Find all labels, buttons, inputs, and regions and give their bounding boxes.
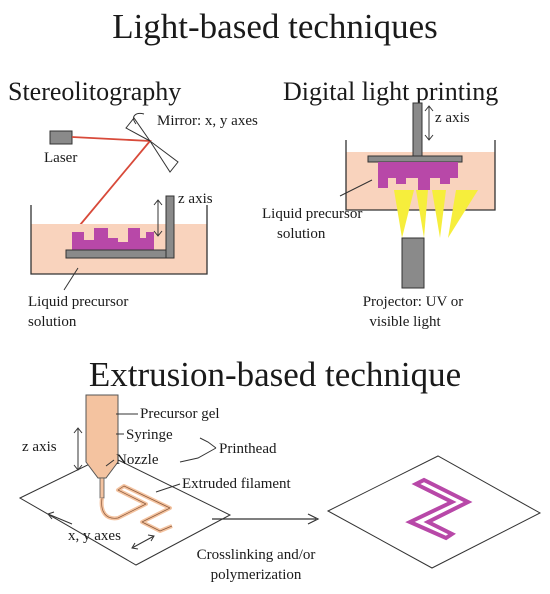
heading-extrusion-based: Extrusion-based technique [89,355,461,394]
dlp-panel: Digital light printing z axis Liquid pre… [262,77,498,330]
process-label-1: Crosslinking and/or [197,547,316,563]
mirror-reflection-shape [149,140,179,173]
stereo-liquid-label-2: solution [28,314,77,330]
stereo-vat [30,205,208,275]
nozzle [99,477,105,499]
light-beam-2 [416,190,428,238]
nozzle-leader [105,459,115,467]
dlp-title: Digital light printing [283,77,498,106]
light-beam-3 [432,190,446,238]
stereo-liquid-leader [63,267,79,291]
stereo-printed-part [72,228,154,250]
extruded-filament-label: Extruded filament [182,476,292,492]
xy-axes-label: x, y axes [68,528,121,544]
stereo-build-platform [65,249,175,259]
heading-light-based: Light-based techniques [112,7,438,46]
projector-label-1: Projector: UV or [363,294,464,310]
stereolithography-title: Stereolitography [8,77,181,106]
x-axis-arrow-head-left [47,511,55,520]
dlp-z-arrow-head-down [424,134,434,141]
laser-label: Laser [44,150,77,166]
syringe-label: Syringe [126,427,173,443]
printhead-label: Printhead [219,441,277,457]
nozzle-label: Nozzle [116,452,159,468]
stereo-liquid-label-1: Liquid precursor [28,294,128,310]
laser-beam [71,136,152,226]
process-arrow-head [307,513,320,525]
printhead-bracket-top [199,437,217,449]
light-beam-4 [448,190,478,238]
dlp-liquid-label-2: solution [277,226,326,242]
mirror-shape [125,117,151,142]
y-axis-arrow-head-left [131,542,139,550]
extrusion-z-arrow-head-up [73,427,83,434]
y-axis-arrow-head-right [147,534,155,542]
precursor-gel-label: Precursor gel [140,406,220,422]
stereo-z-arm [165,195,175,259]
stereo-z-arrow-head-down [153,230,163,237]
stereolithography-panel: Stereolitography Laser Mirror: x, y axes… [8,77,258,330]
dlp-liquid-leader [339,179,373,197]
mirror-label: Mirror: x, y axes [157,113,258,129]
light-beam-1 [394,190,414,238]
dlp-z-axis-label: z axis [435,110,470,126]
syringe-body [85,394,119,479]
dlp-z-arm [412,102,423,159]
crosslinked-construct [405,477,473,541]
printhead-bracket-bottom [179,447,217,463]
extruded-filament-outline [101,485,173,532]
stereo-z-arrow-head-up [153,199,163,206]
extrusion-z-axis-label: z axis [22,439,57,455]
process-label-2: polymerization [211,567,302,583]
stereo-z-axis-label: z axis [178,191,213,207]
y-axis-arrow [131,535,155,549]
dlp-build-platform [367,155,463,163]
x-axis-arrow [47,513,73,525]
projector-label-2: visible light [369,314,441,330]
laser-source [49,130,73,145]
projector [401,237,425,289]
dlp-z-arrow-head-up [424,105,434,112]
filament-leader [155,483,181,493]
dlp-liquid-label-1: Liquid precursor [262,206,362,222]
mirror-rotation-arrow [133,113,145,125]
dlp-printed-part [378,162,458,190]
extrusion-panel: z axis Precursor gel Syringe Printhead N… [18,394,542,583]
extrusion-z-arrow-head-down [73,464,83,471]
